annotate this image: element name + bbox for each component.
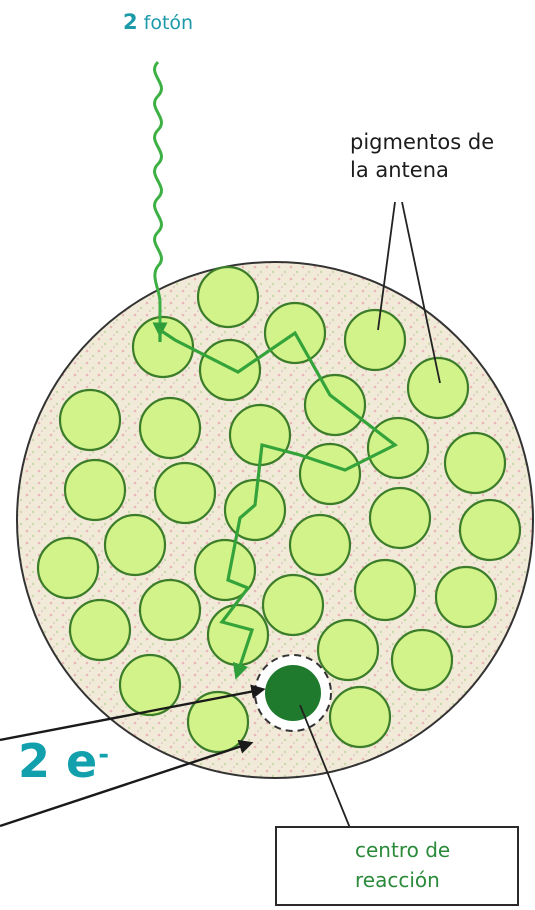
pigment-molecule (370, 488, 430, 548)
pigment-molecule (436, 567, 496, 627)
reaction-center-caption-box: centro de reacción (275, 826, 519, 906)
reaction-center-label-line2: reacción (355, 868, 440, 892)
pigment-molecule (38, 538, 98, 598)
reaction-center-label-line1: centro de (355, 838, 450, 862)
antenna-pigments-label: pigmentos de la antena (350, 128, 494, 184)
pigment-molecule (330, 687, 390, 747)
pigment-molecule (70, 600, 130, 660)
antenna-label-line1: pigmentos de (350, 128, 494, 156)
pigment-molecule (392, 630, 452, 690)
pigment-molecule (368, 418, 428, 478)
reaction-center (255, 655, 331, 731)
pigment-molecule (225, 480, 285, 540)
photon-label: 2 fotón (123, 10, 193, 34)
pigment-molecule (198, 267, 258, 327)
pigment-molecule (200, 340, 260, 400)
pigment-molecule (65, 460, 125, 520)
pigment-molecule (460, 500, 520, 560)
pigment-molecule (318, 620, 378, 680)
electron-label: 2 e- (18, 738, 109, 784)
pigment-molecule (290, 515, 350, 575)
pigment-molecule (445, 433, 505, 493)
pigment-molecule (208, 605, 268, 665)
pigment-molecule (60, 390, 120, 450)
electron-charge: - (98, 740, 109, 770)
pigment-molecule (105, 515, 165, 575)
pigment-molecule (345, 310, 405, 370)
antenna-label-line2: la antena (350, 156, 494, 184)
pigment-molecule (133, 317, 193, 377)
photon-count: 2 (123, 10, 138, 34)
pigment-molecule (355, 560, 415, 620)
pigment-molecule (140, 398, 200, 458)
pigment-molecule (408, 358, 468, 418)
pigment-molecule (140, 580, 200, 640)
electron-text: 2 e (18, 734, 97, 788)
filled-dot-icon (265, 665, 321, 721)
photon-word: fotón (144, 12, 193, 34)
pigment-molecule (155, 463, 215, 523)
pigment-molecule (305, 375, 365, 435)
pigment-molecule (300, 444, 360, 504)
pigment-molecule (263, 575, 323, 635)
